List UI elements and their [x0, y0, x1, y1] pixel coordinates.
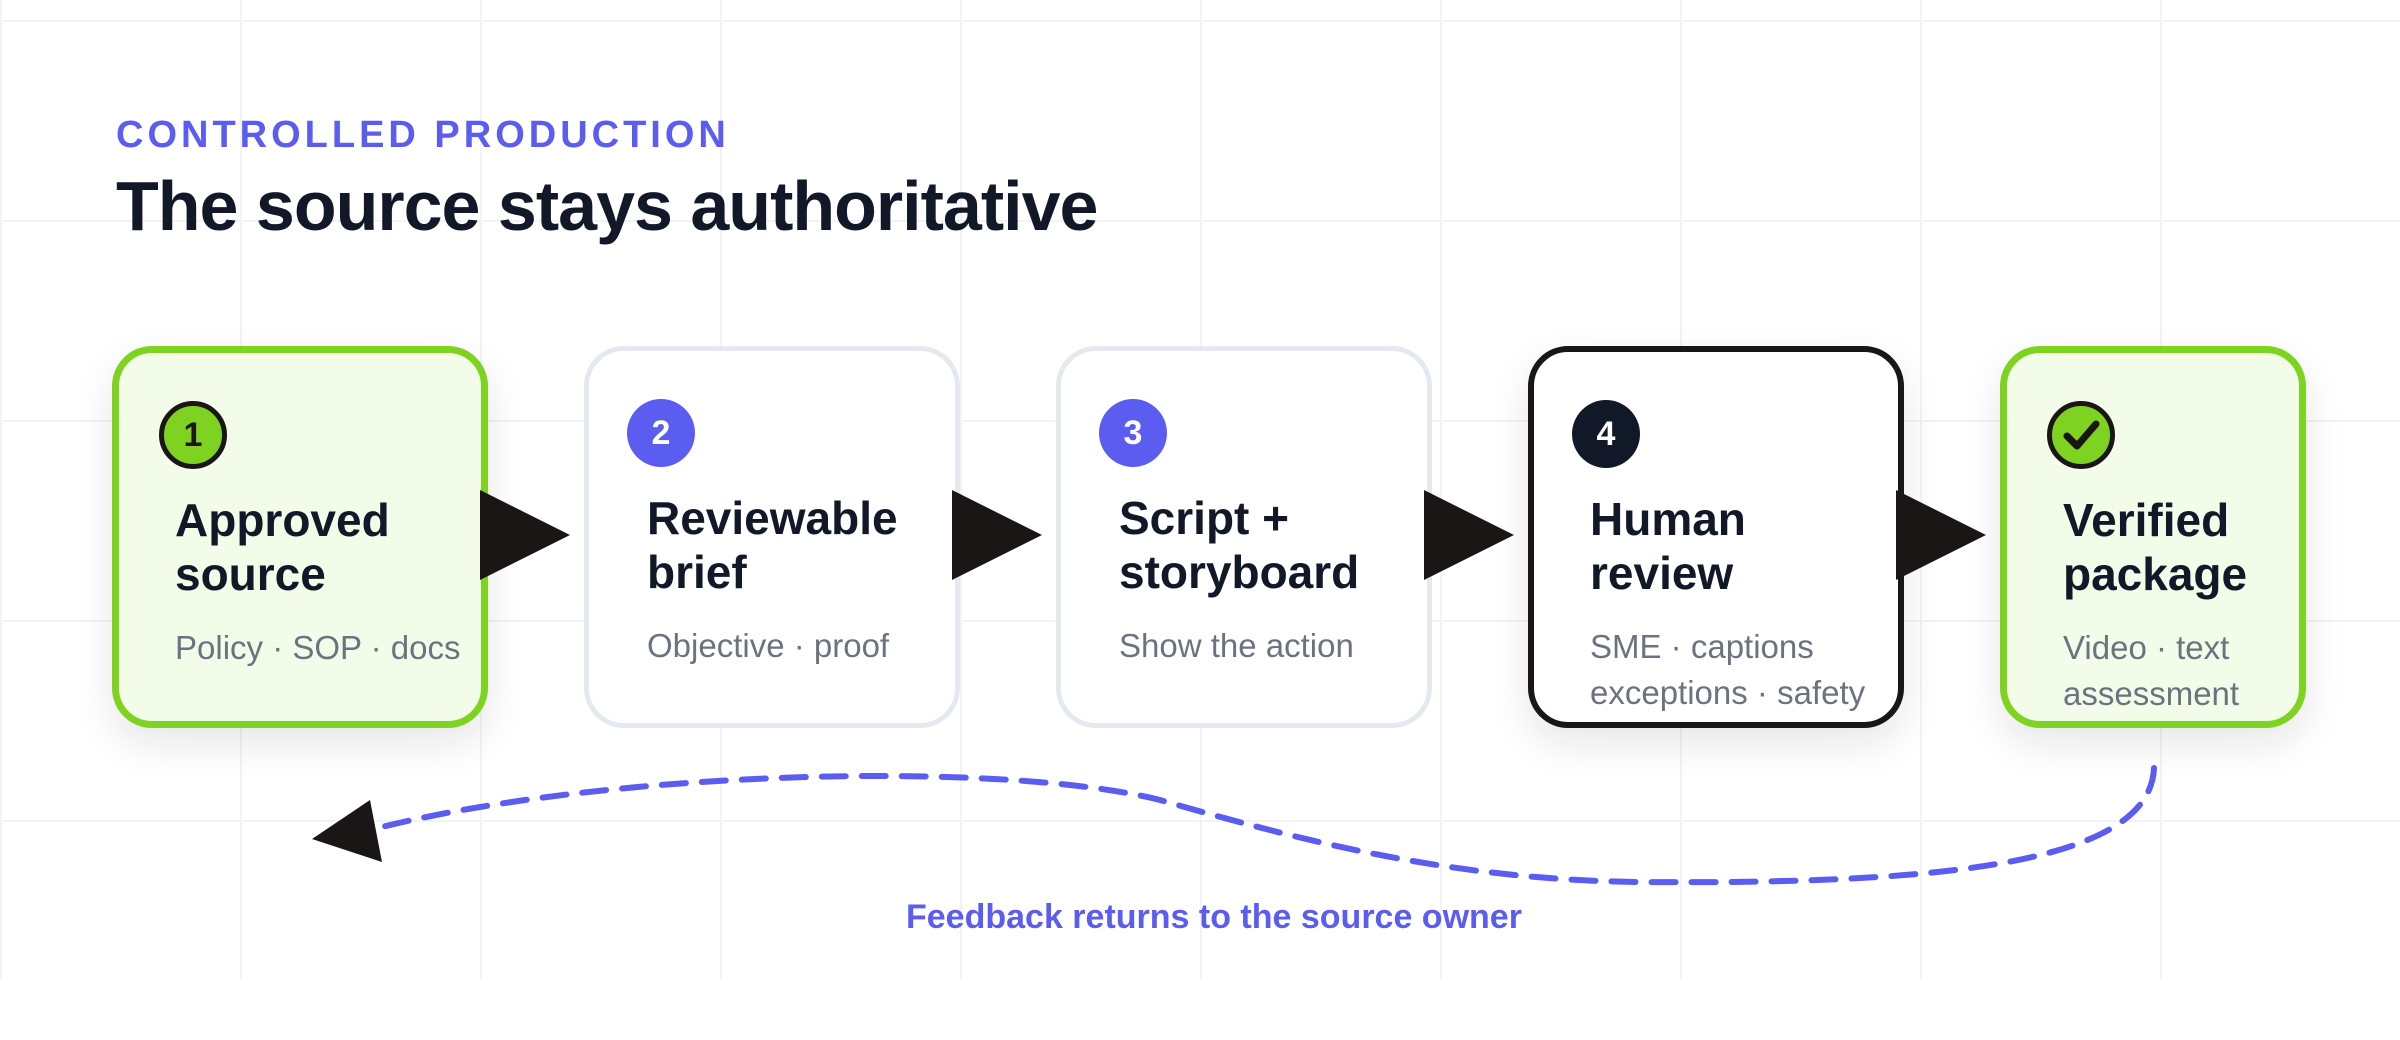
- step-number-badge: 1: [159, 401, 227, 469]
- step-title: Verified package: [2063, 494, 2248, 600]
- step-subtitle: Objective · proof: [647, 627, 890, 664]
- step-title: Approved source: [175, 494, 390, 600]
- step-number-badge: 3: [1099, 399, 1167, 467]
- step-title: Reviewable brief: [647, 492, 898, 598]
- flow-arrow-1-to-2: [480, 490, 570, 580]
- step-subtitle: Video · text assessment: [2063, 629, 2240, 712]
- step-card-verified-package: check-icon Verified package Video · text…: [2000, 346, 2306, 728]
- step-subtitle: Show the action: [1119, 627, 1354, 664]
- step-card-reviewable-brief: 2 Reviewable brief Objective · proof: [584, 346, 960, 728]
- step-title: Human review: [1590, 493, 1746, 599]
- feedback-loop-path: [367, 765, 2157, 886]
- canvas-bottom: [0, 980, 2400, 1040]
- flow-arrow-3-to-4: [1424, 490, 1514, 580]
- step-card-script-storyboard: 3 Script + storyboard Show the action: [1056, 346, 1432, 728]
- step-number-badge: 2: [627, 399, 695, 467]
- step-subtitle: SME · captions exceptions · safety: [1590, 628, 1866, 711]
- check-icon-glyph: check-icon: [2063, 420, 2100, 450]
- check-icon: check-icon: [2047, 401, 2115, 469]
- step-title: Script + storyboard: [1119, 492, 1360, 598]
- feedback-arrowhead: [312, 800, 382, 862]
- step-subtitle: Policy · SOP · docs: [175, 629, 461, 666]
- step-number-badge: 4: [1572, 400, 1640, 468]
- flow-arrow-4-to-5: [1896, 490, 1986, 580]
- step-card-human-review: 4 Human review SME · captions exceptions…: [1528, 346, 1904, 728]
- feedback-label: Feedback returns to the source owner: [906, 898, 1522, 936]
- flow-arrow-2-to-3: [952, 490, 1042, 580]
- page-title: The source stays authoritative: [116, 167, 1098, 245]
- section-eyebrow: CONTROLLED PRODUCTION: [116, 114, 730, 156]
